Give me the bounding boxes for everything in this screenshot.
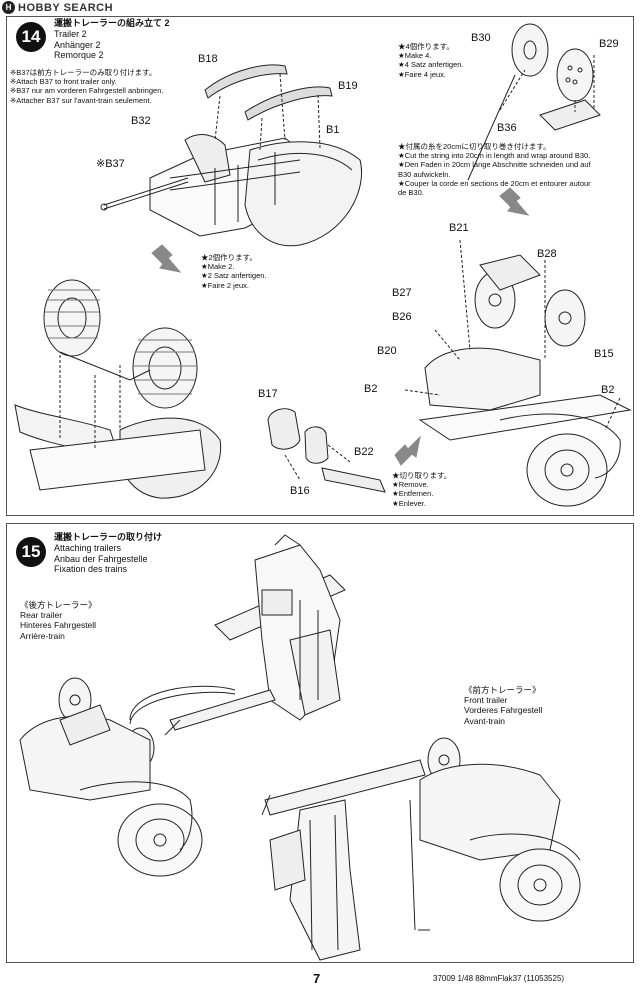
caption-line: Hinteres Fahrgestell xyxy=(20,620,97,631)
part-label-b16: B16 xyxy=(290,485,310,497)
note-line: ※B37 nur am vorderen Fahrgestell anbring… xyxy=(10,86,164,96)
step-14-number: 14 xyxy=(16,22,46,52)
step-14-title: 運搬トレーラーの組み立て 2 Trailer 2 Anhänger 2 Remo… xyxy=(54,18,170,61)
note-line: ★4 Satz anfertigen. xyxy=(398,60,464,70)
caption-line: Vorderes Fahrgestell xyxy=(464,705,543,716)
part-label-b20: B20 xyxy=(377,345,397,357)
caption-line: 《前方トレーラー》 xyxy=(464,685,541,695)
note-line: ※B37は前方トレーラーのみ取り付けます。 xyxy=(10,68,157,77)
tow-rod-drawing xyxy=(100,177,189,211)
caption-line: Arrière-train xyxy=(20,630,65,641)
front-trailer-caption: 《前方トレーラー》 Front trailer Vorderes Fahrges… xyxy=(464,685,542,726)
gun-mount-drawing xyxy=(214,534,346,721)
step-15-number: 15 xyxy=(16,537,46,567)
cable-reel-drawing xyxy=(467,23,601,181)
step-14-title-en: Trailer 2 xyxy=(54,29,87,39)
step-15-title-de: Anbau der Fahrgestelle xyxy=(54,553,148,564)
step-14-title-fr: Remorque 2 xyxy=(54,50,104,60)
part-label-b18: B18 xyxy=(198,53,218,65)
step-15-title: 運搬トレーラーの取り付け Attaching trailers Anbau de… xyxy=(54,532,162,575)
step-14-diagram xyxy=(14,23,632,507)
rear-trailer-caption: 《後方トレーラー》 Rear trailer Hinteres Fahrgest… xyxy=(20,600,97,641)
part-label-b1: B1 xyxy=(326,124,340,136)
note-string: ★付属の糸を20cmに切り取り巻き付けます。 ★Cut the string i… xyxy=(398,142,591,197)
note-line: ★Den Faden in 20cm lange Abschnitte schn… xyxy=(398,160,591,170)
step-14-title-jp: 運搬トレーラーの組み立て 2 xyxy=(54,18,170,28)
note-line: ★Enlever. xyxy=(392,498,426,508)
step-15-panel xyxy=(6,523,634,963)
part-label-b2-right: B2 xyxy=(601,384,615,396)
note-line: ★Couper la corde en sections de 20cm et … xyxy=(398,178,591,188)
note-line: ★2個作ります。 xyxy=(201,253,257,262)
note-line: ★切り取ります。 xyxy=(392,471,452,480)
trailer-chassis-drawing xyxy=(149,134,362,247)
note-line: ★Entfernen. xyxy=(392,489,434,499)
part-label-b36: B36 xyxy=(497,122,517,134)
page-number: 7 xyxy=(313,971,321,986)
wheeled-trailer-drawing xyxy=(14,279,222,499)
arrow-right-icon xyxy=(394,435,421,466)
part-label-b30: B30 xyxy=(471,32,491,44)
caption-line: Rear trailer xyxy=(20,610,63,621)
part-label-b19: B19 xyxy=(338,80,358,92)
part-label-b29: B29 xyxy=(599,38,619,50)
note-line: ※Attach B37 to front trailer only. xyxy=(10,77,117,87)
logo-text: HOBBY SEARCH xyxy=(18,1,114,14)
step-15-diagram xyxy=(19,534,581,961)
note-b37: ※B37は前方トレーラーのみ取り付けます。 ※Attach B37 to fro… xyxy=(10,68,163,105)
part-label-b22: B22 xyxy=(354,446,374,458)
arrow-down-icon xyxy=(151,244,182,273)
part-label-b28: B28 xyxy=(537,248,557,260)
caption-line: Front trailer xyxy=(464,695,508,706)
note-line: ★Cut the string into 20cm in length and … xyxy=(398,151,591,161)
watermark-logo: H HOBBY SEARCH xyxy=(2,0,113,15)
trailer-assembly-drawing xyxy=(404,239,632,507)
note-line: ★Remove. xyxy=(392,480,429,490)
step-14-panel xyxy=(6,16,634,516)
note-line: ★付属の糸を20cmに切り取り巻き付けます。 xyxy=(398,142,551,151)
part-label-b2-left: B2 xyxy=(364,383,378,395)
part-label-b17: B17 xyxy=(258,388,278,400)
part-label-b37: ※B37 xyxy=(96,158,125,170)
note-line: B30 aufwickeln. xyxy=(398,169,451,179)
note-line: ★Faire 4 jeux. xyxy=(398,69,446,79)
note-make-2: ★2個作ります。 ★Make 2. ★2 Satz anfertigen. ★F… xyxy=(201,253,267,290)
note-line: ※Attacher B37 sur l'avant-train seulemen… xyxy=(10,95,152,105)
front-trailer-drawing xyxy=(261,737,581,961)
part-label-b15: B15 xyxy=(594,348,614,360)
caption-line: 《後方トレーラー》 xyxy=(20,600,97,610)
step-15-title-en: Attaching trailers xyxy=(54,543,122,553)
arrow-down-icon xyxy=(499,187,530,216)
step-15-title-fr: Fixation des trains xyxy=(54,564,128,574)
logo-mark: H xyxy=(2,1,15,14)
footer-code: 37009 1/48 88mmFlak37 (11053525) xyxy=(433,974,565,983)
part-label-b32: B32 xyxy=(131,115,151,127)
note-remove: ★切り取ります。 ★Remove. ★Entfernen. ★Enlever. xyxy=(392,471,451,508)
note-make-4: ★4個作ります。 ★Make 4. ★4 Satz anfertigen. ★F… xyxy=(398,42,464,79)
part-label-b26: B26 xyxy=(392,311,412,323)
note-line: ★2 Satz anfertigen. xyxy=(201,271,267,281)
tow-bar-drawing xyxy=(129,685,276,736)
rear-trailer-drawing xyxy=(19,677,203,877)
note-line: de B30. xyxy=(398,188,424,198)
note-line: ★Make 2. xyxy=(201,262,235,272)
leaf-spring-drawing xyxy=(204,64,333,151)
part-label-b21: B21 xyxy=(449,222,469,234)
note-line: ★4個作ります。 xyxy=(398,42,454,51)
note-line: ★Make 4. xyxy=(398,51,432,61)
step-14-title-de: Anhänger 2 xyxy=(54,39,101,50)
step-15-title-jp: 運搬トレーラーの取り付け xyxy=(54,532,163,542)
axle-parts-drawing xyxy=(267,408,386,493)
part-label-b27: B27 xyxy=(392,287,412,299)
caption-line: Avant-train xyxy=(464,715,505,726)
note-line: ★Faire 2 jeux. xyxy=(201,280,249,290)
